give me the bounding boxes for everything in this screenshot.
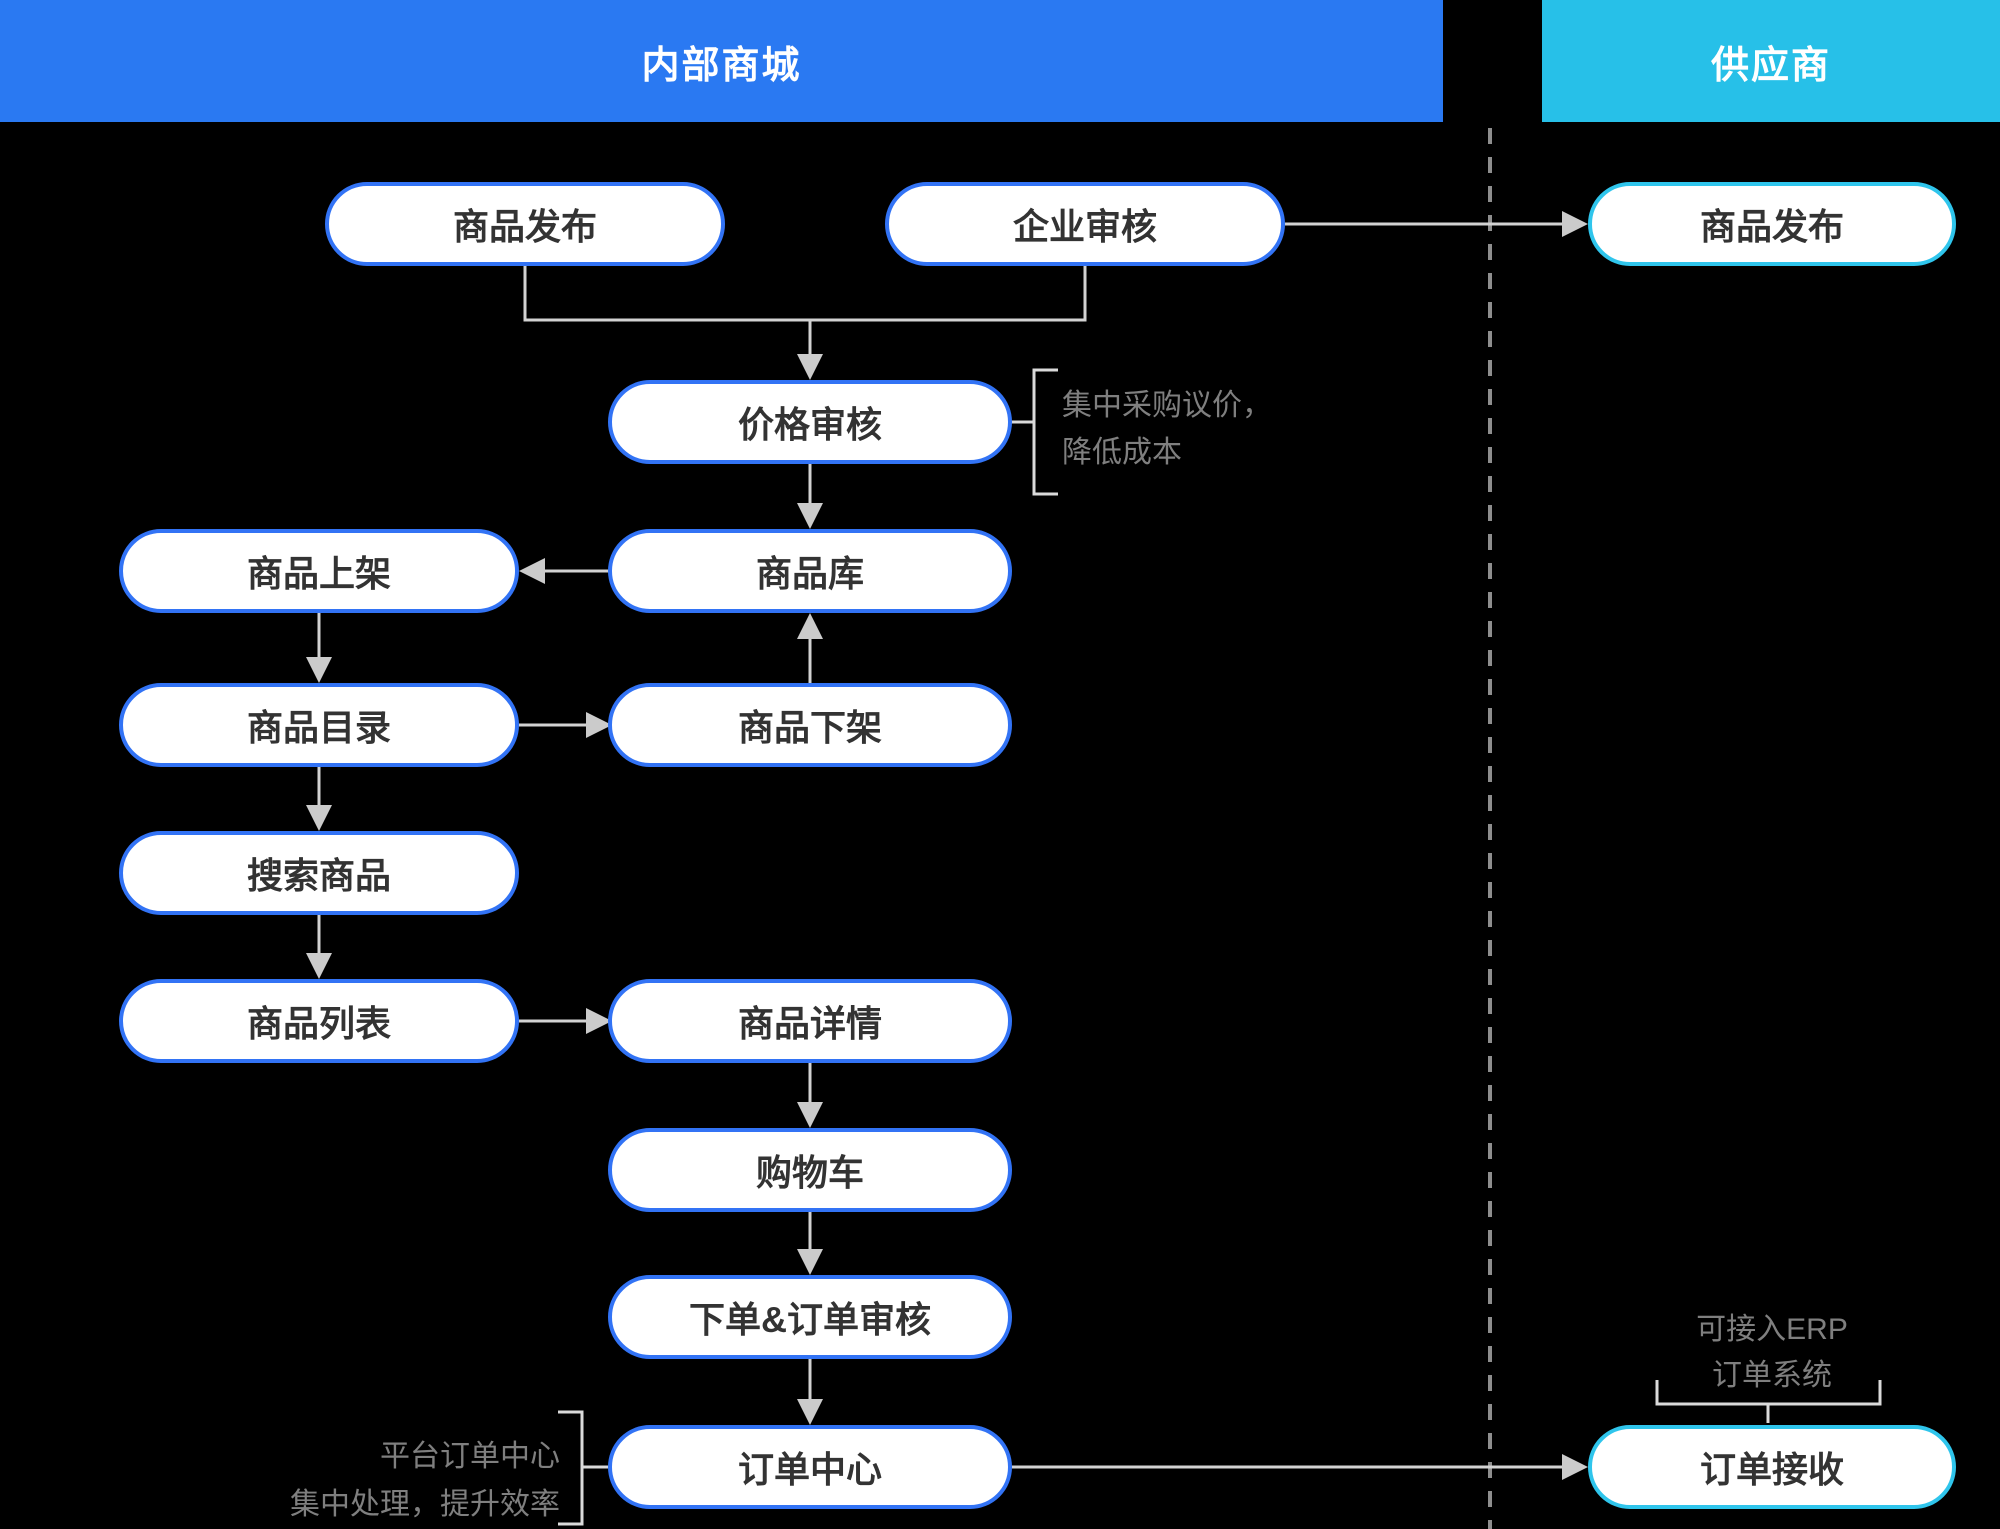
arrow-product-catalog-to-product-off-shelf — [519, 712, 612, 738]
node-supplier-product-publish-label: 商品发布 — [1699, 206, 1844, 247]
node-product-publish: 商品发布 — [325, 182, 725, 266]
node-place-order-review: 下单&订单审核 — [608, 1275, 1012, 1359]
header-supplier: 供应商 — [1542, 0, 2000, 122]
note-order-center-line1: 平台订单中心 — [380, 1440, 560, 1473]
node-product-list-label: 商品列表 — [246, 1003, 391, 1044]
node-product-publish-label: 商品发布 — [452, 206, 597, 247]
note-order-center: 平台订单中心 集中处理，提升效率 — [158, 1433, 560, 1529]
arrow-product-on-shelf-to-product-catalog — [306, 613, 332, 683]
node-order-center-label: 订单中心 — [737, 1449, 882, 1490]
arrow-enterprise-review-to-supplier-publish — [1285, 211, 1588, 237]
node-enterprise-review: 企业审核 — [885, 182, 1285, 266]
node-product-detail-label: 商品详情 — [737, 1003, 882, 1044]
note-order-receive-line2: 订单系统 — [1712, 1359, 1832, 1392]
note-order-receive-line1: 可接入ERP — [1696, 1313, 1848, 1346]
header-supplier-label: 供应商 — [1710, 44, 1831, 87]
arrow-search-product-to-product-list — [306, 915, 332, 979]
node-product-off-shelf-label: 商品下架 — [737, 707, 882, 748]
node-search-product-label: 搜索商品 — [246, 855, 391, 896]
node-product-on-shelf: 商品上架 — [119, 529, 519, 613]
arrow-product-detail-to-shopping-cart — [797, 1063, 823, 1128]
bracket-price-review-note — [1011, 368, 1058, 496]
node-price-review: 价格审核 — [608, 380, 1012, 464]
node-order-receive: 订单接收 — [1588, 1425, 1956, 1509]
bracket-order-center-note — [558, 1410, 608, 1526]
header-internal-mall-label: 内部商城 — [641, 44, 802, 87]
note-price-review-line1: 集中采购议价， — [1062, 389, 1272, 422]
node-product-catalog-label: 商品目录 — [246, 707, 391, 748]
note-order-center-line2: 集中处理，提升效率 — [290, 1488, 560, 1521]
node-product-library-label: 商品库 — [755, 553, 864, 594]
node-product-on-shelf-label: 商品上架 — [246, 553, 391, 594]
node-product-list: 商品列表 — [119, 979, 519, 1063]
arrow-product-off-shelf-to-product-library — [797, 613, 823, 683]
node-shopping-cart: 购物车 — [608, 1128, 1012, 1212]
note-price-review-line2: 降低成本 — [1062, 436, 1182, 469]
node-search-product: 搜索商品 — [119, 831, 519, 915]
node-order-center: 订单中心 — [608, 1425, 1012, 1509]
node-product-catalog: 商品目录 — [119, 683, 519, 767]
arrow-product-library-to-product-on-shelf — [519, 558, 612, 584]
node-order-receive-label: 订单接收 — [1699, 1449, 1844, 1490]
arrow-product-catalog-to-search-product — [306, 767, 332, 831]
node-supplier-product-publish: 商品发布 — [1588, 182, 1956, 266]
node-shopping-cart-label: 购物车 — [755, 1152, 864, 1193]
note-order-receive: 可接入ERP 订单系统 — [1572, 1307, 1972, 1399]
node-place-order-review-label: 下单&订单审核 — [689, 1299, 931, 1340]
node-product-detail: 商品详情 — [608, 979, 1012, 1063]
arrow-merge-to-price-review — [523, 266, 1087, 380]
note-price-review: 集中采购议价， 降低成本 — [1062, 382, 1272, 476]
node-product-off-shelf: 商品下架 — [608, 683, 1012, 767]
arrow-shopping-cart-to-place-order-review — [797, 1212, 823, 1275]
node-product-library: 商品库 — [608, 529, 1012, 613]
node-enterprise-review-label: 企业审核 — [1012, 206, 1157, 247]
arrow-price-review-to-product-library — [797, 464, 823, 529]
node-price-review-label: 价格审核 — [737, 404, 882, 445]
arrow-product-list-to-product-detail — [519, 1008, 612, 1034]
arrow-place-order-review-to-order-center — [797, 1359, 823, 1425]
header-internal-mall: 内部商城 — [0, 0, 1443, 122]
arrow-order-center-to-order-receive — [1012, 1454, 1588, 1480]
